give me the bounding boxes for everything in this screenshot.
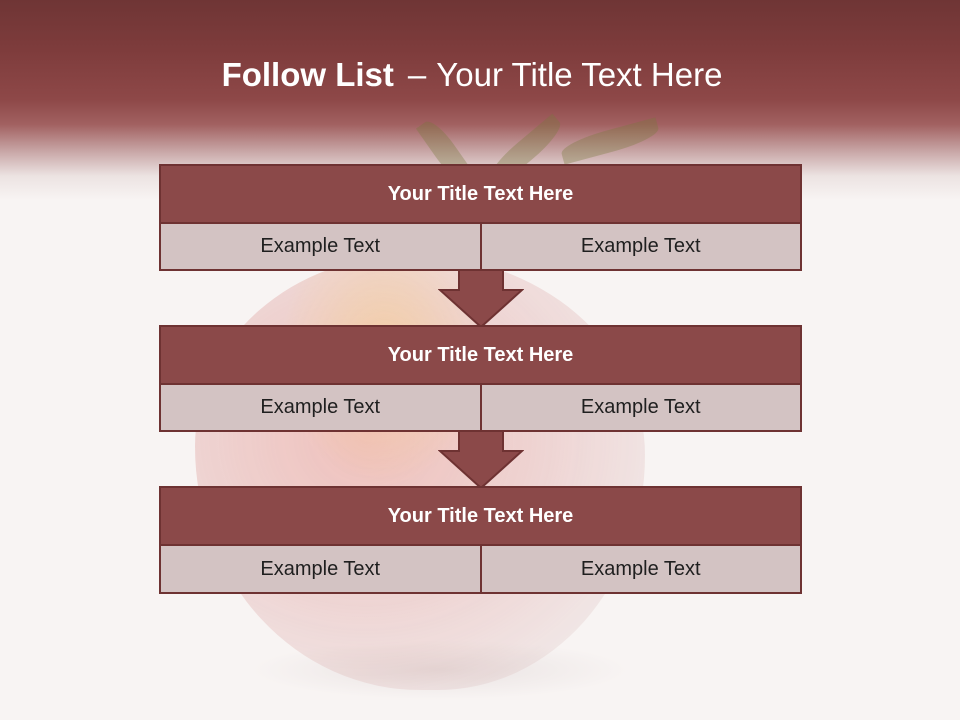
step-row: Example Text Example Text (161, 546, 800, 592)
slide-title: Follow List–Your Title Text Here (0, 52, 944, 98)
background-fruit-image (195, 255, 645, 690)
step-cell-right: Example Text (481, 224, 800, 269)
step-cell-left: Example Text (161, 224, 480, 269)
step-title: Your Title Text Here (161, 327, 800, 383)
step-cell-right: Example Text (481, 385, 800, 430)
background-fruit-shadow (250, 640, 630, 700)
down-arrow-icon (438, 270, 524, 328)
slide-title-rest: Your Title Text Here (436, 56, 723, 93)
step-block-1: Your Title Text Here Example Text Exampl… (159, 164, 802, 271)
step-block-2: Your Title Text Here Example Text Exampl… (159, 325, 802, 432)
down-arrow-icon (438, 431, 524, 489)
step-cell-left: Example Text (161, 385, 480, 430)
step-row: Example Text Example Text (161, 385, 800, 430)
step-title: Your Title Text Here (161, 488, 800, 544)
step-cell-left: Example Text (161, 546, 480, 592)
step-row: Example Text Example Text (161, 224, 800, 269)
step-block-3: Your Title Text Here Example Text Exampl… (159, 486, 802, 594)
step-title: Your Title Text Here (161, 166, 800, 222)
slide-title-separator: – (407, 56, 427, 93)
step-cell-right: Example Text (481, 546, 800, 592)
slide-title-bold: Follow List (221, 56, 394, 93)
